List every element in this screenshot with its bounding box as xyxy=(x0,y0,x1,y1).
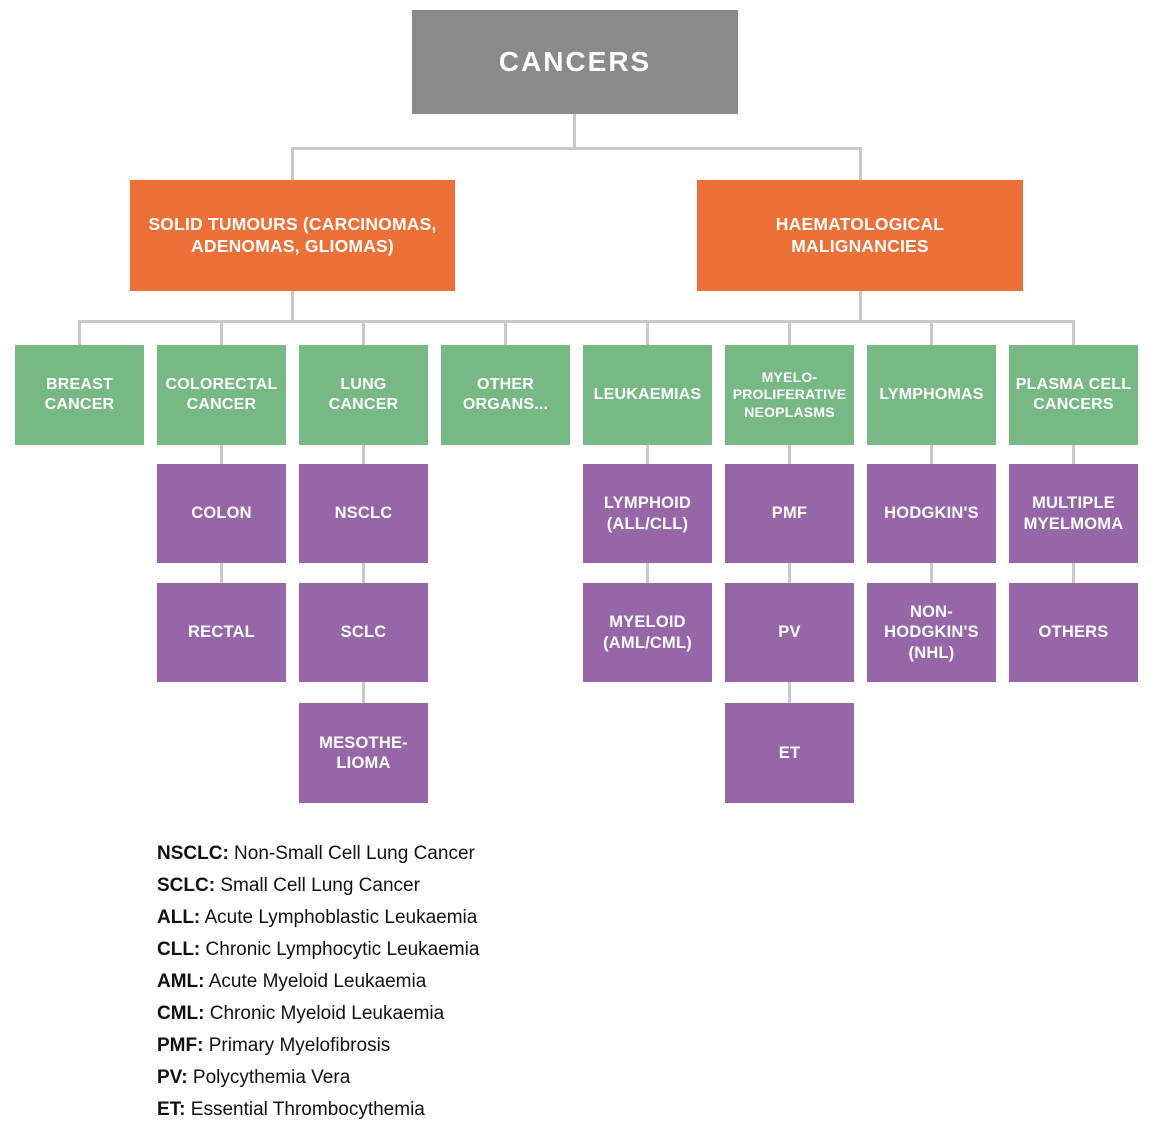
category-box-lung-cancer: LUNG CANCER xyxy=(299,345,428,445)
connector-line xyxy=(78,320,1075,323)
category-box-myeloproliferative-neoplasms: MYELO- PROLIFERATIVE NEOPLASMS xyxy=(725,345,854,445)
subtype-box-mesothelioma: MESOTHE- LIOMA xyxy=(299,703,428,803)
subtype-box-rectal: RECTAL xyxy=(157,583,286,682)
connector-line xyxy=(930,320,933,345)
subtype-box-nsclc: NSCLC xyxy=(299,464,428,563)
connector-line xyxy=(930,445,933,464)
connector-line xyxy=(859,147,862,180)
connector-line xyxy=(646,563,649,583)
connector-line xyxy=(788,563,791,583)
legend-desc: Primary Myelofibrosis xyxy=(203,1035,391,1056)
legend-item: ET: Essential Thrombocythemia xyxy=(157,1094,479,1126)
subtype-box-hodgkins: HODGKIN'S xyxy=(867,464,996,563)
connector-line xyxy=(220,563,223,583)
branch-box-haematological-malignancies: HAEMATOLOGICAL MALIGNANCIES xyxy=(697,180,1023,291)
branch-box-solid-tumours: SOLID TUMOURS (CARCINOMAS, ADENOMAS, GLI… xyxy=(130,180,455,291)
subtype-box-non-hodgkins-nhl: NON- HODGKIN'S (NHL) xyxy=(867,583,996,682)
connector-line xyxy=(220,320,223,345)
legend-desc: Non-Small Cell Lung Cancer xyxy=(228,843,475,864)
legend-abbr: CML: xyxy=(157,1003,205,1024)
connector-line xyxy=(859,291,862,322)
legend-desc: Acute Lymphoblastic Leukaemia xyxy=(200,907,478,928)
subtype-box-multiple-myeloma: MULTIPLE MYELMOMA xyxy=(1009,464,1138,563)
legend-abbr: SCLC: xyxy=(157,875,216,896)
legend-desc: Acute Myeloid Leukaemia xyxy=(204,971,427,992)
subtype-box-myeloid-aml-cml: MYELOID (AML/CML) xyxy=(583,583,712,682)
category-box-colorectal-cancer: COLORECTAL CANCER xyxy=(157,345,286,445)
connector-line xyxy=(573,114,576,149)
connector-line xyxy=(788,320,791,345)
category-box-other-organs: OTHER ORGANS... xyxy=(441,345,570,445)
connector-line xyxy=(1072,445,1075,464)
legend-item: PMF: Primary Myelofibrosis xyxy=(157,1030,479,1062)
legend-desc: Chronic Lymphocytic Leukaemia xyxy=(200,939,480,960)
legend-item: AML: Acute Myeloid Leukaemia xyxy=(157,966,479,998)
subtype-box-lymphoid-all-cll: LYMPHOID (ALL/CLL) xyxy=(583,464,712,563)
connector-line xyxy=(291,147,862,150)
connector-line xyxy=(362,682,365,703)
legend-desc: Essential Thrombocythemia xyxy=(185,1099,425,1120)
legend-abbr: ALL: xyxy=(157,907,201,928)
connector-line xyxy=(78,320,81,345)
subtype-box-others: OTHERS xyxy=(1009,583,1138,682)
connector-line xyxy=(362,563,365,583)
connector-line xyxy=(1072,563,1075,583)
category-box-breast-cancer: BREAST CANCER xyxy=(15,345,144,445)
legend-abbr: PMF: xyxy=(157,1035,204,1056)
connector-line xyxy=(220,445,223,464)
category-box-leukaemias: LEUKAEMIAS xyxy=(583,345,712,445)
subtype-box-et: ET xyxy=(725,703,854,803)
legend-desc: Polycythemia Vera xyxy=(187,1067,351,1088)
legend-desc: Chronic Myeloid Leukaemia xyxy=(204,1003,445,1024)
legend-item: PV: Polycythemia Vera xyxy=(157,1062,479,1094)
legend-abbr: AML: xyxy=(157,971,205,992)
connector-line xyxy=(788,445,791,464)
connector-line xyxy=(646,320,649,345)
legend-item: CLL: Chronic Lymphocytic Leukaemia xyxy=(157,934,479,966)
connector-line xyxy=(362,320,365,345)
category-box-plasma-cell-cancers: PLASMA CELL CANCERS xyxy=(1009,345,1138,445)
connector-line xyxy=(1072,320,1075,345)
connector-line xyxy=(930,563,933,583)
legend-abbr: PV: xyxy=(157,1067,188,1088)
subtype-box-pmf: PMF xyxy=(725,464,854,563)
legend-item: SCLC: Small Cell Lung Cancer xyxy=(157,870,479,902)
legend-abbr: CLL: xyxy=(157,939,201,960)
connector-line xyxy=(504,320,507,345)
root-box-cancers: CANCERS xyxy=(412,10,738,114)
legend-item: NSCLC: Non-Small Cell Lung Cancer xyxy=(157,838,479,870)
category-box-lymphomas: LYMPHOMAS xyxy=(867,345,996,445)
subtype-box-pv: PV xyxy=(725,583,854,682)
connector-line xyxy=(362,445,365,464)
connector-line xyxy=(291,147,294,180)
subtype-box-sclc: SCLC xyxy=(299,583,428,682)
subtype-box-colon: COLON xyxy=(157,464,286,563)
legend-abbr: NSCLC: xyxy=(157,843,229,864)
abbreviation-legend: NSCLC: Non-Small Cell Lung Cancer SCLC: … xyxy=(157,838,479,1126)
connector-line xyxy=(291,291,294,322)
legend-abbr: ET: xyxy=(157,1099,186,1120)
legend-item: ALL: Acute Lymphoblastic Leukaemia xyxy=(157,902,479,934)
legend-item: CML: Chronic Myeloid Leukaemia xyxy=(157,998,479,1030)
connector-line xyxy=(646,445,649,464)
connector-line xyxy=(788,682,791,703)
legend-desc: Small Cell Lung Cancer xyxy=(215,875,420,896)
